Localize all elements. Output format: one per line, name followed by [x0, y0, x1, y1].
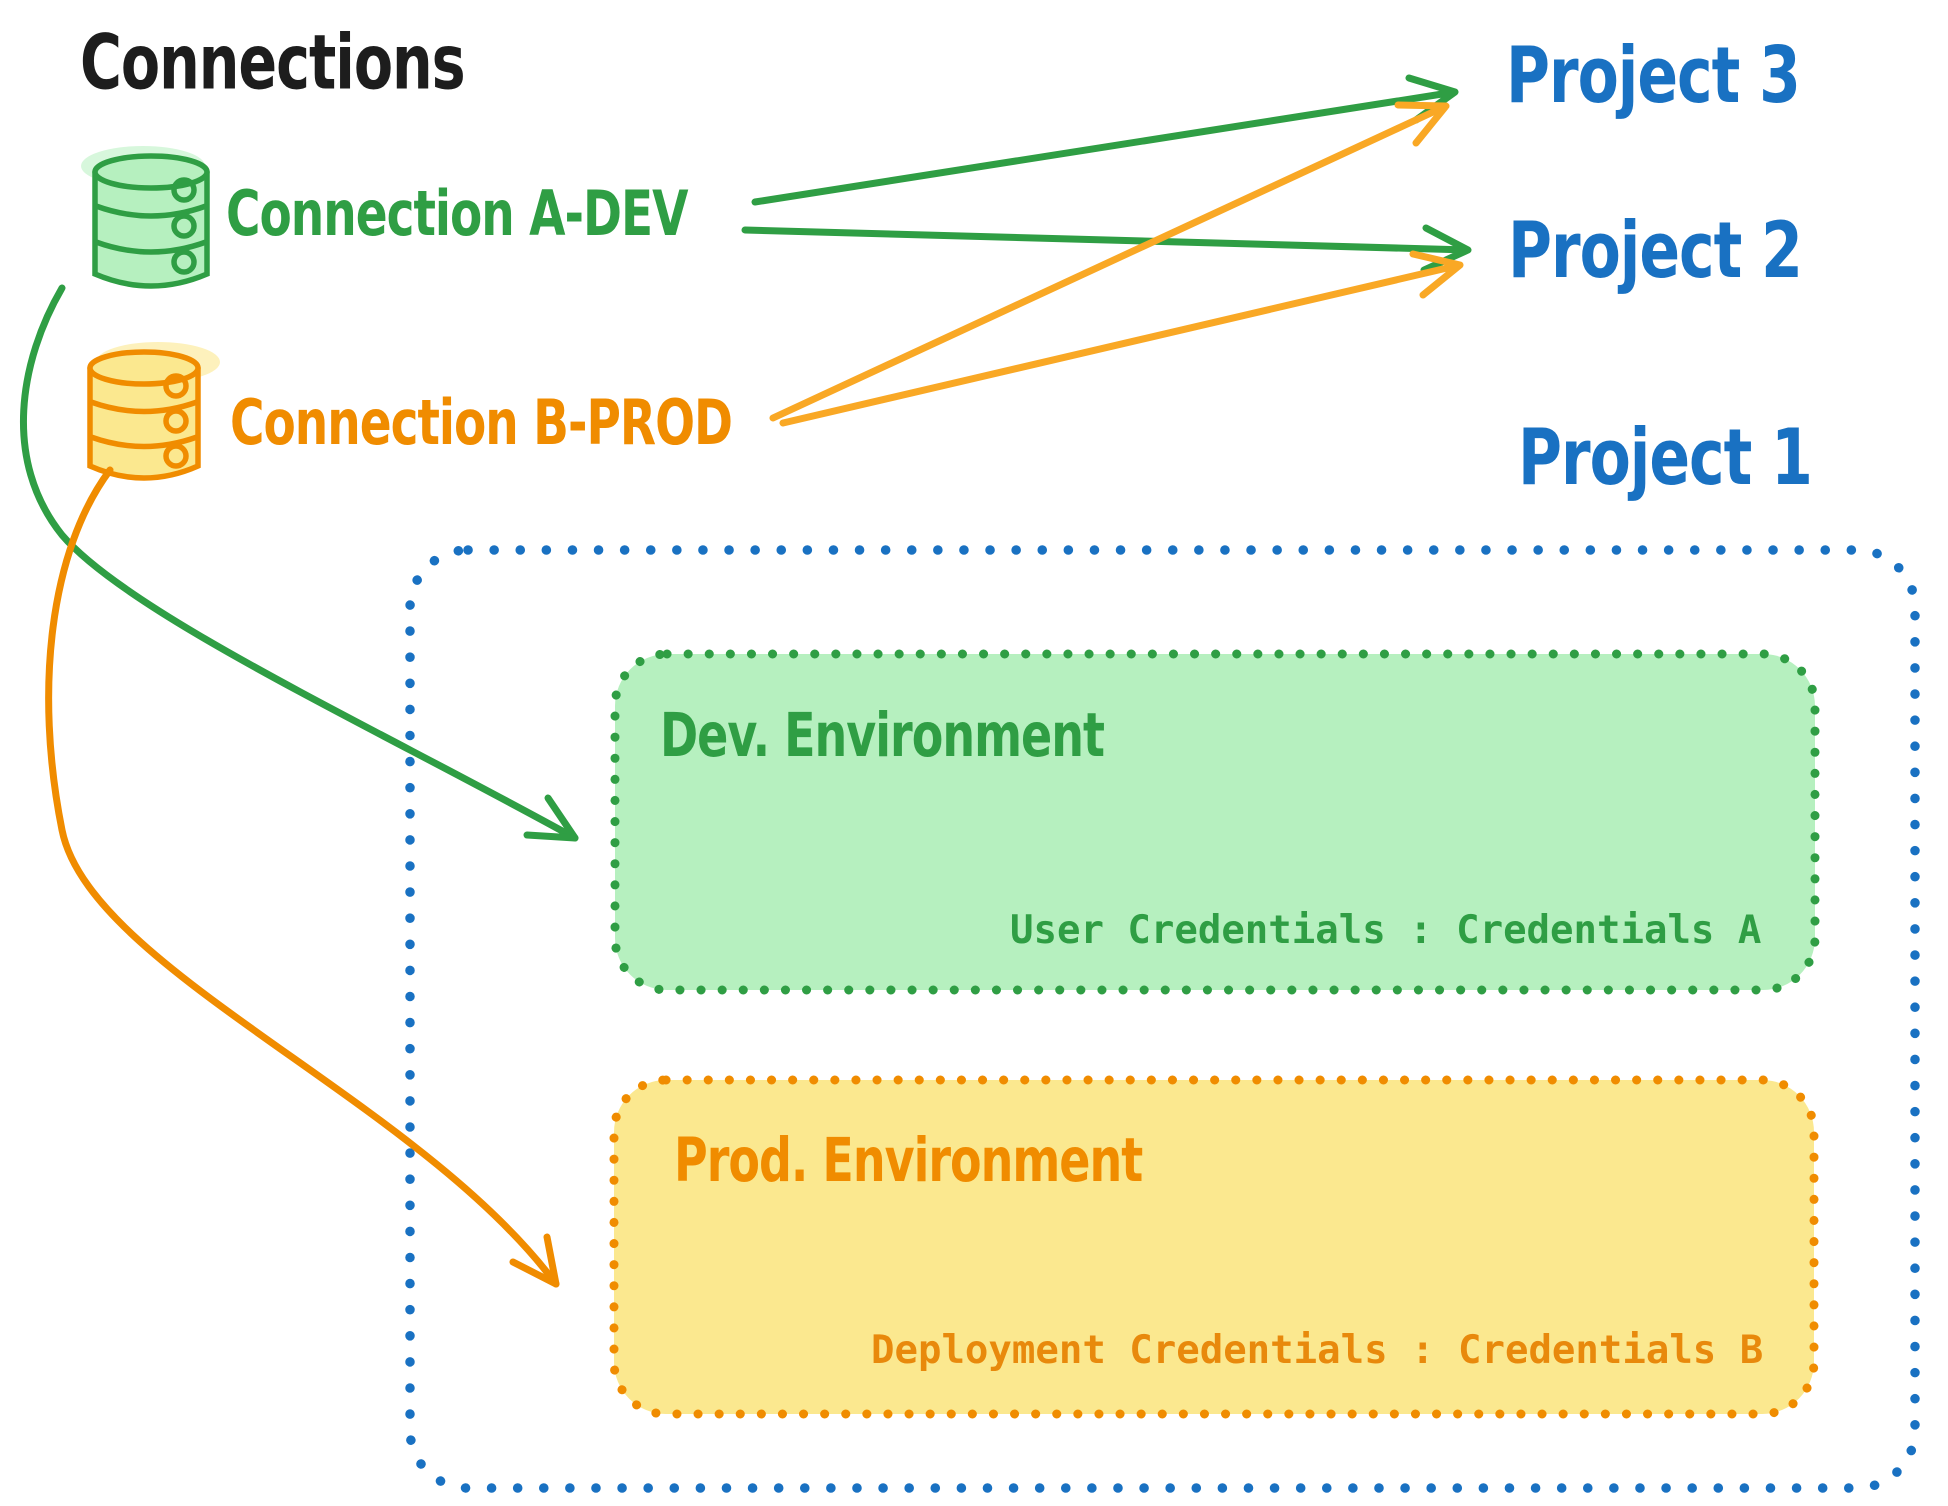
project1-container-box [405, 545, 1920, 1493]
connection-a-dev-label: Connection A-DEV [226, 178, 689, 251]
connection-b-prod-label: Connection B-PROD [230, 387, 733, 460]
prod-credentials-text: Deployment Credentials : Credentials B [871, 1328, 1764, 1373]
project-1-label: Project 1 [1518, 412, 1813, 504]
database-cylinder-icon-a [81, 146, 210, 289]
edge-conn-a-to-project3 [751, 74, 1459, 206]
edge-conn-a-to-dev-environment [19, 284, 579, 842]
diagram-title: Connections [80, 19, 466, 108]
dev-environment-title: Dev. Environment [660, 699, 1105, 771]
project-3-label: Project 3 [1506, 30, 1801, 122]
edge-conn-b-to-project3 [769, 101, 1450, 422]
dev-environment-box [610, 649, 1820, 995]
project-2-label: Project 2 [1508, 205, 1803, 297]
prod-environment-box [609, 1075, 1819, 1419]
edge-conn-b-to-prod-environment [45, 466, 560, 1288]
database-cylinder-icon-b [87, 342, 220, 481]
dev-credentials-text: User Credentials : Credentials A [1010, 908, 1762, 953]
prod-environment-title: Prod. Environment [674, 1124, 1143, 1196]
edge-conn-b-to-project2 [779, 250, 1464, 427]
